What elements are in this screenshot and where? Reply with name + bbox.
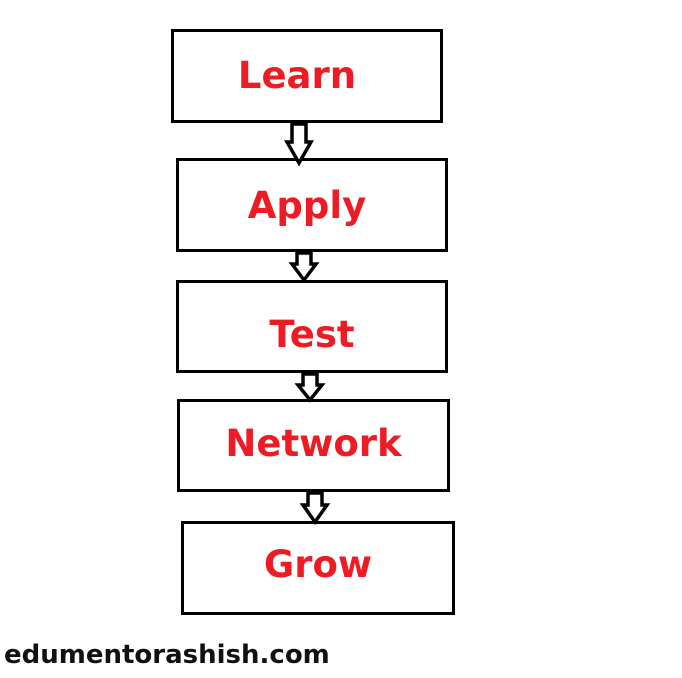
step-box-network: Network [177, 399, 450, 492]
down-arrow-icon [294, 372, 326, 403]
step-box-learn: Learn [171, 29, 443, 123]
down-arrow-icon [288, 251, 320, 283]
step-label: Apply [247, 183, 367, 227]
step-box-grow: Grow [181, 521, 455, 615]
down-arrow-icon [299, 491, 331, 526]
step-label: Grow [263, 542, 373, 586]
down-arrow-icon [283, 122, 315, 167]
step-label: Learn [237, 53, 357, 97]
step-box-apply: Apply [176, 158, 448, 252]
step-label: Network [225, 422, 402, 465]
step-box-test: Test [176, 280, 448, 373]
site-footer: edumentorashish.com [4, 640, 330, 670]
step-label: Test [269, 313, 355, 356]
